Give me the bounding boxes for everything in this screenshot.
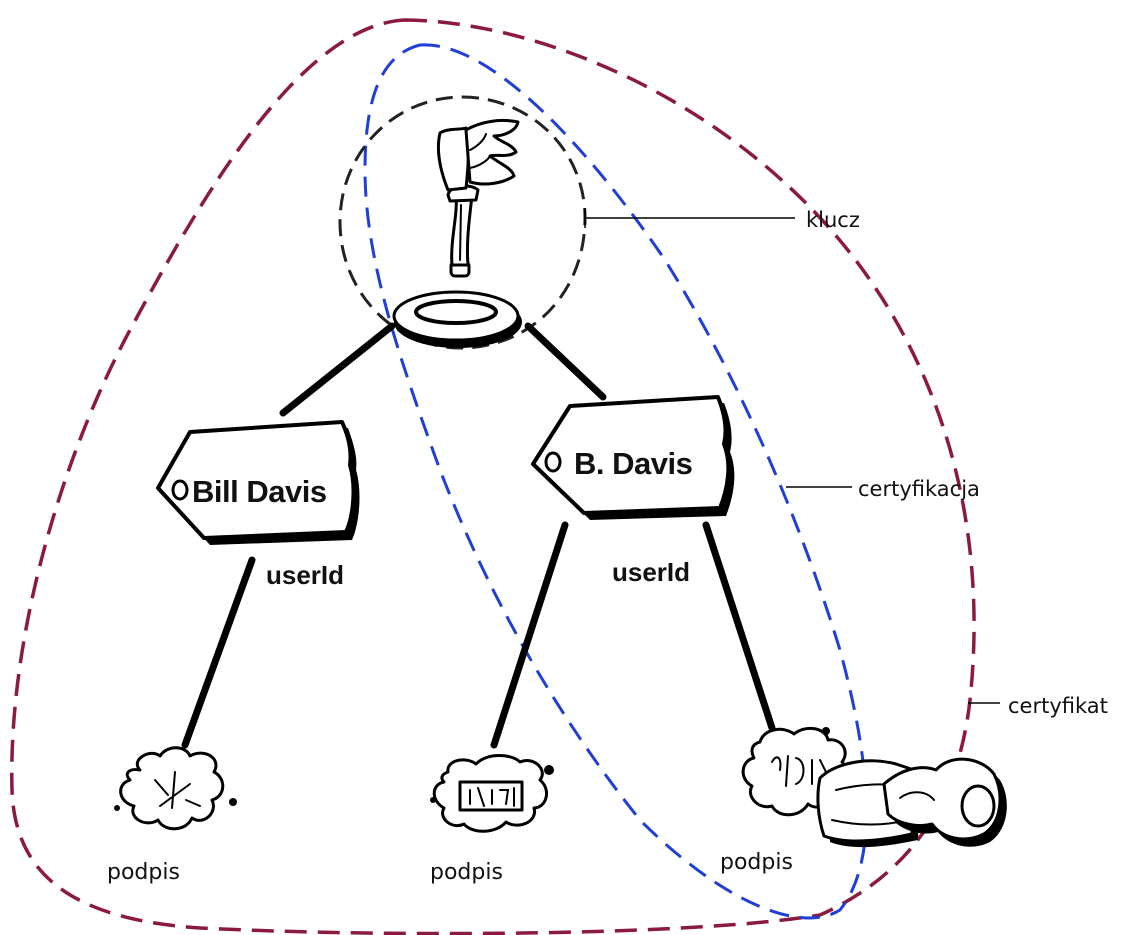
connector-key-left-tag <box>283 326 392 413</box>
signature-label-left: podpis <box>107 860 180 885</box>
callout-label-key: klucz <box>806 208 860 232</box>
connector-right-tag-cert-signature <box>706 525 772 728</box>
callout-label-certification: certyfikacja <box>858 477 980 501</box>
userid-label-left: userId <box>266 560 344 590</box>
callout-certification: certyfikacja <box>786 477 980 501</box>
signature-label-right: podpis <box>720 850 793 875</box>
signature-stamp-icon-middle <box>430 756 554 832</box>
signature-label-middle: podpis <box>430 860 503 885</box>
tag-right: B. Davis <box>533 397 734 520</box>
tag-hole-icon <box>173 481 187 499</box>
userid-label-right: userId <box>612 557 690 587</box>
connector-right-tag-signature <box>494 525 565 745</box>
connector-left-tag-signature <box>185 560 252 745</box>
tag-label-right: B. Davis <box>574 446 692 481</box>
connector-key-right-tag <box>528 326 603 397</box>
callout-certificate: certyfikat <box>968 694 1108 718</box>
signature-stamp-icon-left <box>114 748 237 829</box>
callout-key: klucz <box>585 208 860 232</box>
tag-hole-icon <box>546 453 560 471</box>
tag-left: Bill Davis <box>158 422 359 545</box>
callout-label-certificate: certyfikat <box>1008 694 1108 718</box>
key-icon <box>394 120 522 348</box>
tag-label-left: Bill Davis <box>192 474 327 509</box>
key-icon-certificate <box>818 759 1007 847</box>
